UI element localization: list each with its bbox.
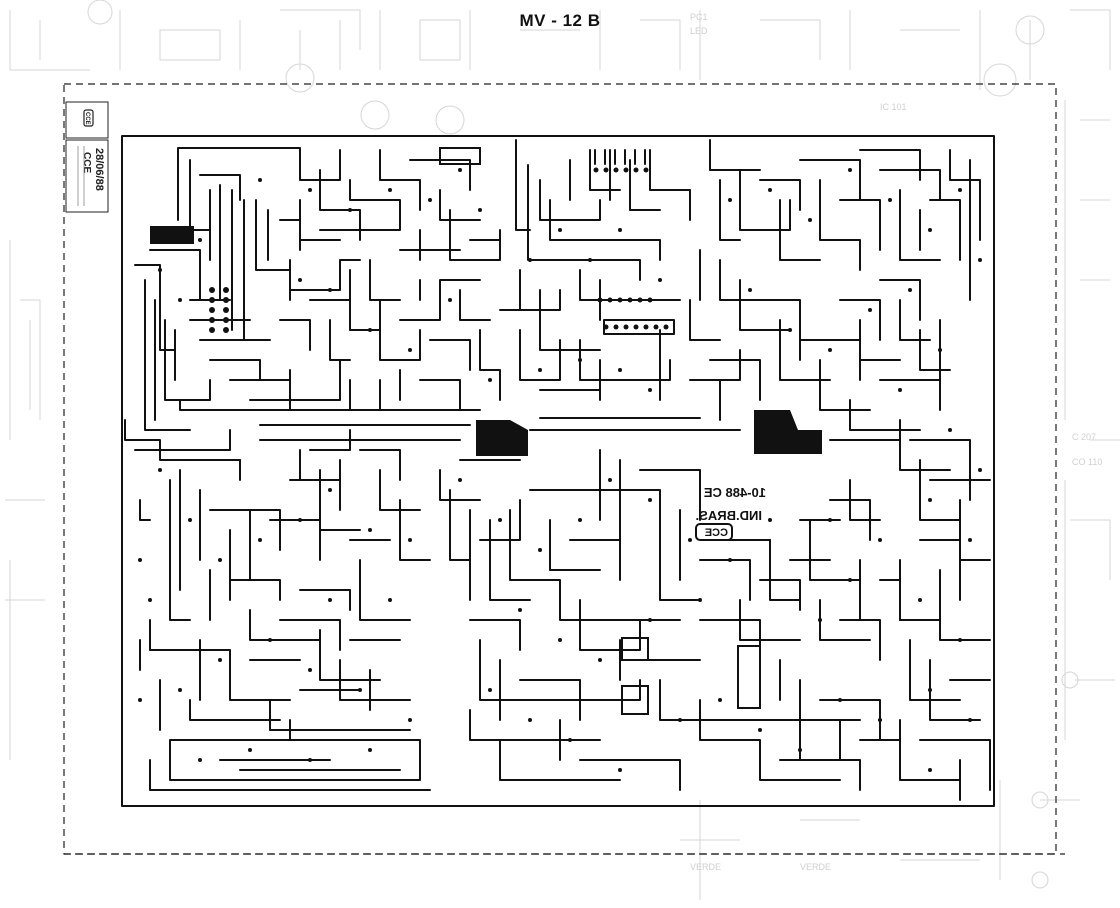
pcb-pads: [138, 167, 982, 772]
svg-text:VERDE: VERDE: [800, 862, 831, 872]
svg-text:LED: LED: [690, 26, 708, 36]
ghost-schematic: PC1 LED IC 101 C 207 CO 110 VERDE VERDE: [5, 0, 1120, 900]
title-block-date: 28/06/88: [93, 148, 105, 191]
svg-text:C 207: C 207: [1072, 432, 1096, 442]
board-outline: [121, 135, 995, 807]
board-marking: 10-488 CE IND.BRAS. CCE: [695, 485, 766, 541]
svg-text:PC1: PC1: [690, 12, 708, 22]
copper-fills: [150, 147, 822, 715]
title-block-initials: CCE: [81, 152, 92, 173]
title-block: CCE 28/06/88 CCE: [65, 101, 109, 213]
svg-text:VERDE: VERDE: [690, 862, 721, 872]
svg-text:IC 101: IC 101: [880, 102, 907, 112]
title-block-logo: CCE: [84, 112, 90, 125]
page-title: MV - 12 B: [519, 11, 601, 30]
pcb-traces: [124, 139, 991, 801]
board-maker: IND.BRAS.: [696, 508, 762, 523]
board-code: 10-488 CE: [704, 485, 766, 500]
svg-text:CO 110: CO 110: [1072, 457, 1102, 467]
board-logo: CCE: [705, 527, 728, 539]
